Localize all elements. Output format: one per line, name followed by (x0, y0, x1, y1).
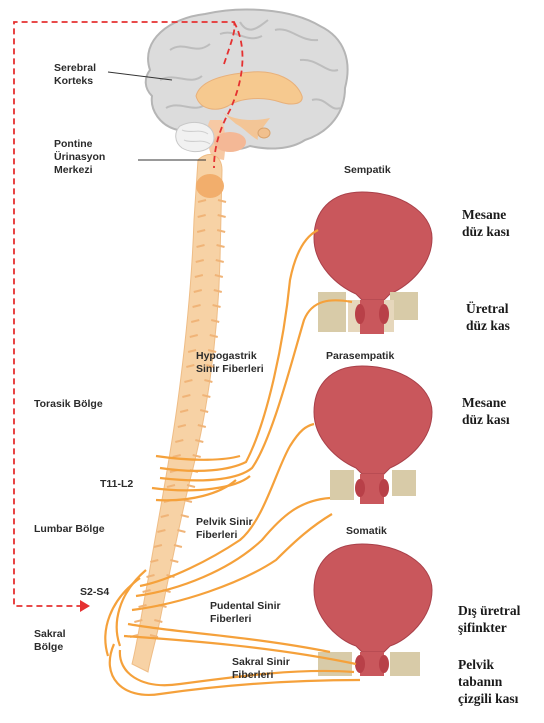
label-serebral-line1: Serebral (54, 62, 96, 75)
label-serebral-line2: Korteks (54, 75, 96, 88)
label-lumbar: Lumbar Bölge (34, 523, 105, 536)
bladder-somatik (314, 544, 432, 676)
effector-uretral-line2: düz kas (466, 317, 510, 334)
effector-dis-uretral: Dış üretral şifinkter (458, 602, 520, 636)
label-sakral-bolge: Sakral Bölge (34, 628, 66, 654)
label-sakral-line1: Sakral (34, 628, 66, 641)
brain (146, 10, 348, 160)
label-sempatik: Sempatik (344, 164, 391, 177)
label-pudental: Pudental Sinir Fiberleri (210, 600, 281, 626)
label-pudental-line2: Fiberleri (210, 613, 281, 626)
effector-pelvik-line2: tabanın (458, 673, 518, 690)
label-pontine-line1: Pontine (54, 138, 105, 151)
label-pontine-line3: Merkezi (54, 164, 105, 177)
arrow-head (80, 600, 90, 612)
label-sakral-sinir: Sakral Sinir Fiberleri (232, 656, 290, 682)
effector-uretral-line1: Üretral (466, 300, 510, 317)
label-torasik: Torasik Bölge (34, 398, 103, 411)
label-pelvik-sinir: Pelvik Sinir Fiberleri (196, 516, 253, 542)
effector-uretral: Üretral düz kas (466, 300, 510, 334)
label-hypogastrik: Hypogastrik Sinir Fiberleri (196, 350, 264, 376)
label-sakral-sinir-line1: Sakral Sinir (232, 656, 290, 669)
label-somatik: Somatik (346, 525, 387, 538)
effector-pelvik-taban: Pelvik tabanın çizgili kası (458, 656, 518, 707)
label-pelvik-line2: Fiberleri (196, 529, 253, 542)
label-hypogastrik-line1: Hypogastrik (196, 350, 264, 363)
effector-mesane-2: Mesane düz kası (462, 394, 510, 428)
effector-dis-uretral-line2: şifinkter (458, 619, 520, 636)
effector-mesane-1-line1: Mesane (462, 206, 510, 223)
effector-mesane-1-line2: düz kası (462, 223, 510, 240)
label-pelvik-line1: Pelvik Sinir (196, 516, 253, 529)
effector-pelvik-line3: çizgili kası (458, 690, 518, 707)
label-s2-s4: S2-S4 (80, 586, 109, 599)
label-t11-l2: T11-L2 (100, 478, 133, 491)
bladder-parasempatik (314, 366, 432, 504)
label-sakral-sinir-line2: Fiberleri (232, 669, 290, 682)
label-sakral-line2: Bölge (34, 641, 66, 654)
label-pontine-line2: Ürinasyon (54, 151, 105, 164)
label-serebral-korteks: Serebral Korteks (54, 62, 96, 88)
effector-mesane-1: Mesane düz kası (462, 206, 510, 240)
label-pudental-line1: Pudental Sinir (210, 600, 281, 613)
label-pontine: Pontine Ürinasyon Merkezi (54, 138, 105, 177)
label-hypogastrik-line2: Sinir Fiberleri (196, 363, 264, 376)
effector-dis-uretral-line1: Dış üretral (458, 602, 520, 619)
effector-mesane-2-line1: Mesane (462, 394, 510, 411)
effector-pelvik-line1: Pelvik (458, 656, 518, 673)
effector-mesane-2-line2: düz kası (462, 411, 510, 428)
bladder-sempatik (314, 192, 432, 334)
label-parasempatik: Parasempatik (326, 350, 394, 363)
